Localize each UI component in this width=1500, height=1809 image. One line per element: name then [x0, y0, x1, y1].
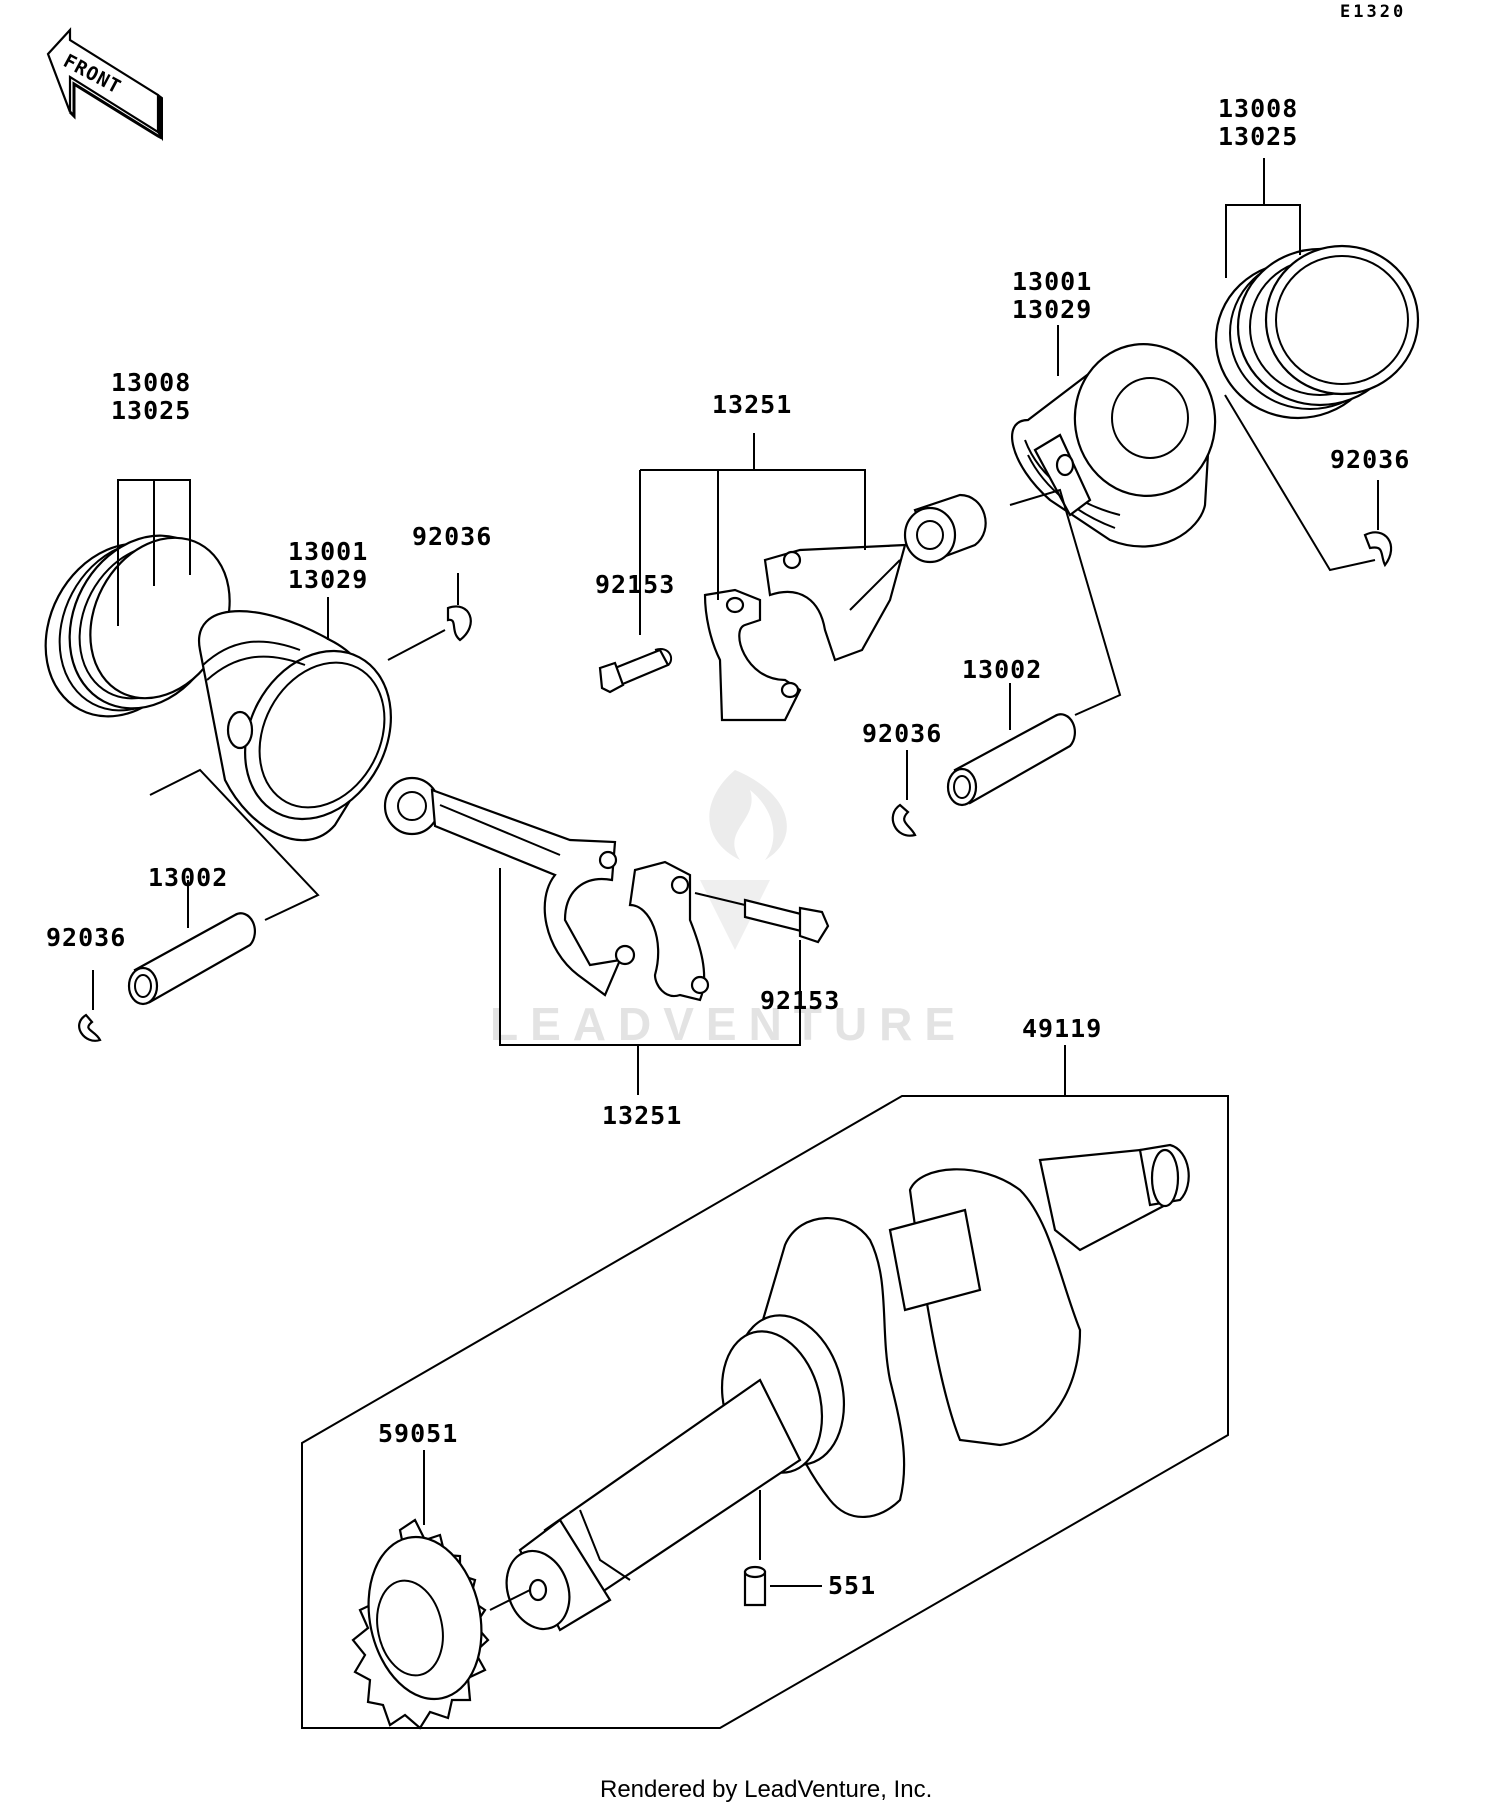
- crankshaft-gear: [351, 1518, 490, 1730]
- label-clip-right-mid: 92036: [862, 719, 942, 748]
- label-conrod-bottom: 13251: [602, 1101, 682, 1130]
- leadventure-watermark: LEADVENTURE: [490, 770, 967, 1050]
- piston-left: [197, 610, 392, 842]
- conrod-bolt-upper: [598, 648, 673, 694]
- label-piston-right-2: 13029: [1012, 295, 1092, 324]
- piston-pin-right: [946, 713, 1076, 807]
- watermark-text: LEADVENTURE: [490, 998, 967, 1050]
- circlip-right-top: [1363, 531, 1393, 568]
- label-bolt-bottom: 92153: [760, 986, 840, 1015]
- connecting-rod-lower: [383, 776, 710, 1002]
- label-rings-left-2: 13025: [111, 396, 191, 425]
- conrod-bolt-lower: [743, 898, 830, 944]
- piston-pin-left: [127, 912, 256, 1006]
- label-rings-right-2: 13025: [1218, 122, 1298, 151]
- front-arrow-icon: FRONT: [46, 27, 163, 142]
- crankshaft: [505, 1143, 1190, 1632]
- label-piston-left-1: 13001: [288, 537, 368, 566]
- label-dowel: 551: [828, 1571, 876, 1600]
- label-piston-right-1: 13001: [1012, 267, 1092, 296]
- label-clip-right-top: 92036: [1330, 445, 1410, 474]
- label-rings-left-1: 13008: [111, 368, 191, 397]
- label-conrod-top: 13251: [712, 390, 792, 419]
- piston-right: [1011, 343, 1217, 548]
- piston-rings-left: [44, 534, 231, 718]
- label-clip-left-top: 92036: [412, 522, 492, 551]
- crankshaft-assembly-frame: [301, 1095, 1229, 1729]
- diagram-code: E1320: [1340, 2, 1406, 22]
- label-clip-left-bottom: 92036: [46, 923, 126, 952]
- label-rings-right-1: 13008: [1218, 94, 1298, 123]
- label-pin-right: 13002: [962, 655, 1042, 684]
- label-bolt-top: 92153: [595, 570, 675, 599]
- circlip-left-bottom: [78, 1013, 102, 1042]
- label-gear: 59051: [378, 1419, 458, 1448]
- footer-credit: Rendered by LeadVenture, Inc.: [600, 1776, 932, 1803]
- circlip-right-mid: [891, 803, 917, 837]
- label-pin-left: 13002: [148, 863, 228, 892]
- dowel-pin: [743, 1565, 767, 1607]
- piston-rings-right: [1214, 244, 1420, 420]
- label-crankshaft: 49119: [1022, 1014, 1102, 1043]
- circlip-left-top: [446, 605, 472, 642]
- connecting-rod-upper: [703, 493, 987, 722]
- label-piston-left-2: 13029: [288, 565, 368, 594]
